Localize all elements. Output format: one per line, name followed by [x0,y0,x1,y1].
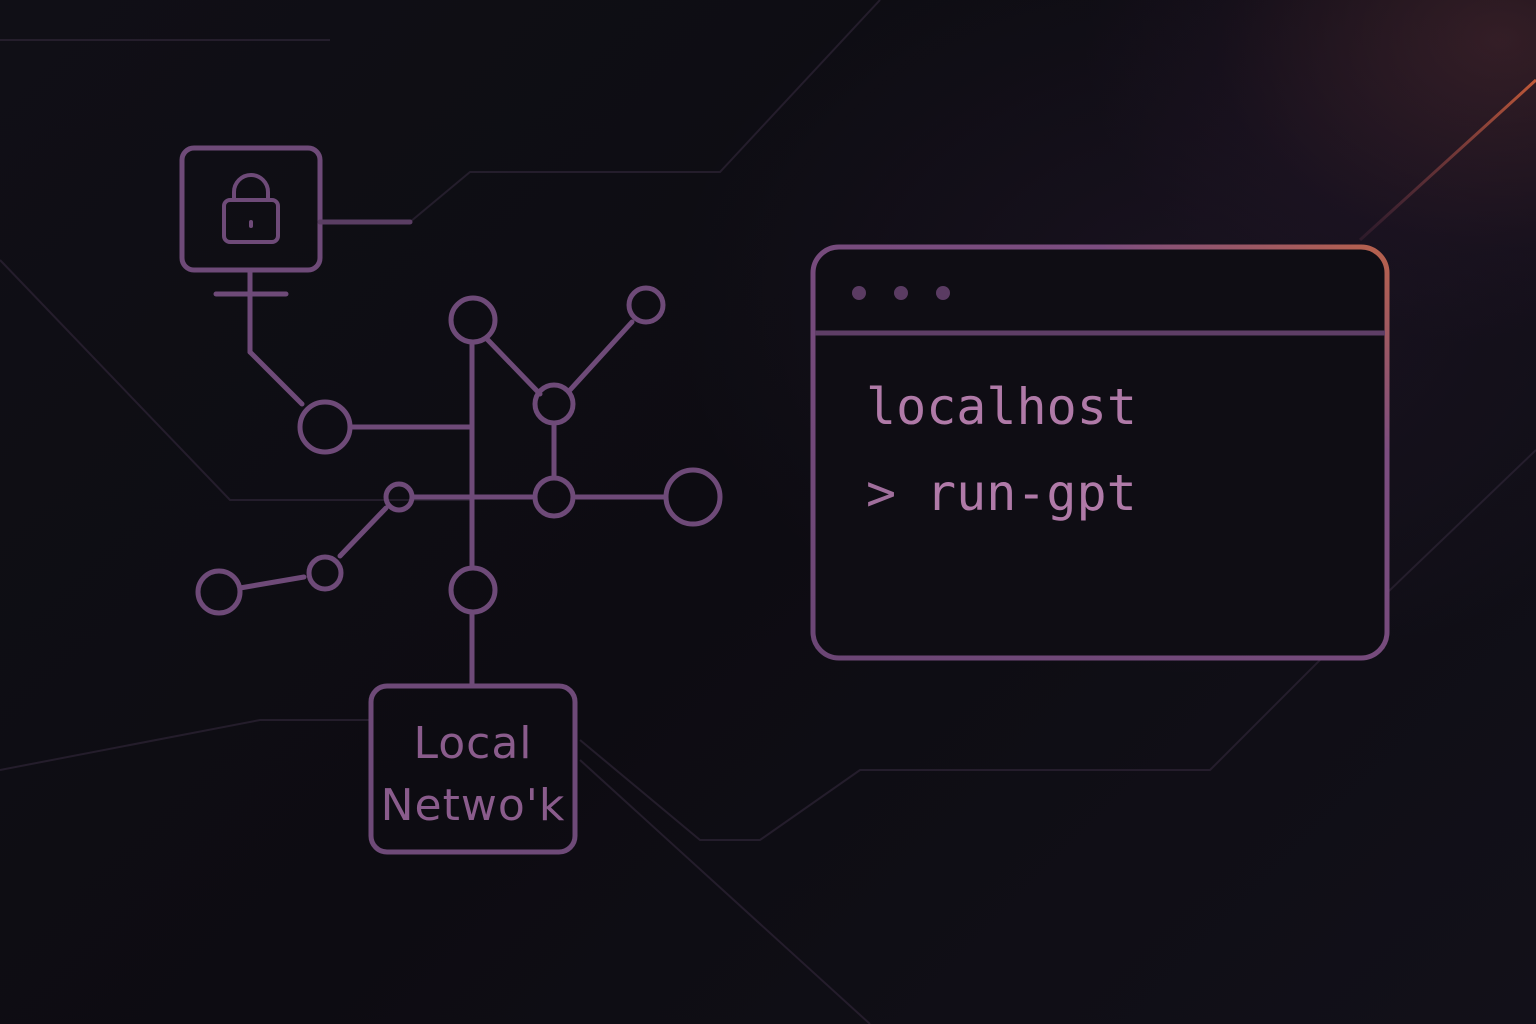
network-label-line1: Local [413,718,532,769]
window-dot-icon [852,286,866,300]
lock-diagonal [247,349,305,407]
terminal-line-host: localhost [866,378,1137,436]
node [626,285,666,325]
lock-icon [222,173,280,244]
node [306,554,344,592]
bg-trace [320,0,881,223]
node [663,467,723,527]
node [383,481,415,513]
edge [567,319,635,393]
bg-trace [0,259,470,501]
bg-trace [0,719,370,771]
network-label-line2: Netwo'k [381,780,566,831]
terminal-command: run-gpt [926,464,1137,522]
window-dot-icon [894,286,908,300]
lock-box [179,145,323,273]
bg-trace [579,759,871,1024]
node [532,382,576,426]
edge [237,574,307,591]
node [448,565,498,615]
window-dot-icon [936,286,950,300]
edge [337,505,389,559]
edge [483,335,543,397]
node [532,475,576,519]
glow-trace [1358,78,1536,242]
node [297,399,353,455]
bg-trace [579,449,1536,841]
node [195,568,243,616]
terminal-prompt: > [866,464,896,522]
local-network-box [368,683,578,855]
node [448,295,498,345]
terminal-window: localhost > run-gpt [810,244,1390,661]
